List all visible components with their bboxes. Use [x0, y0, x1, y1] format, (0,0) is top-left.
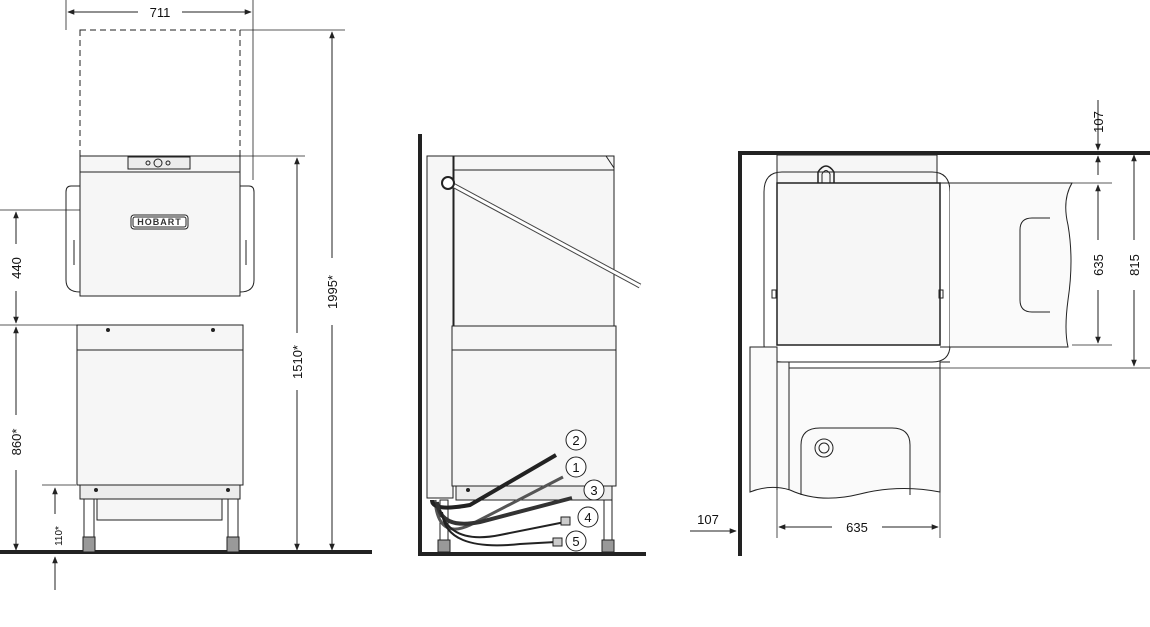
side-view: [418, 134, 646, 556]
width-label-711: 711: [150, 5, 171, 20]
drain-inner: [818, 442, 830, 454]
callout-circle-2: [565, 429, 587, 451]
side-hood: [453, 155, 615, 327]
drain-outer: [814, 438, 834, 458]
callout-circle-5: [565, 530, 587, 552]
front-table: [749, 346, 950, 499]
height-label-860: 860*: [9, 429, 24, 456]
connection-callouts: 2 1 3 4 5: [565, 429, 605, 552]
right-table-basin: [1019, 217, 1050, 313]
lower-cabinet: [76, 324, 244, 486]
hood-handle-right: [239, 185, 255, 293]
front-table-basin: [800, 427, 911, 495]
leg-left: [83, 498, 95, 538]
depth-label-635: 635: [1091, 254, 1106, 276]
top-view-labels: 107 635 815 107 635: [697, 111, 1142, 535]
hood-handle-left: [65, 185, 81, 293]
front-view: [0, 0, 372, 590]
callout-label-1: 1: [572, 460, 579, 475]
control-panel: [127, 156, 191, 170]
hood-top-plate: [776, 182, 941, 346]
callout-label-5: 5: [572, 534, 579, 549]
brand-logo-text: HOBART: [137, 217, 182, 227]
rear-column-top: [776, 154, 938, 184]
side-lower-body: [451, 325, 617, 487]
width-label-635: 635: [846, 520, 868, 535]
height-label-1995: 1995*: [325, 275, 340, 309]
callout-circle-3: [583, 479, 605, 501]
brand-logo-plate: [130, 214, 189, 230]
hose-3: [435, 496, 573, 526]
callout-label-4: 4: [584, 510, 591, 525]
height-label-1510: 1510*: [290, 345, 305, 379]
callout-label-2: 2: [572, 433, 579, 448]
callout-circle-1: [565, 456, 587, 478]
wall-offset-label-left: 107: [697, 512, 719, 527]
hood-pivot: [441, 176, 455, 190]
base-frame: [79, 484, 241, 500]
hood-frame-top: [763, 171, 951, 363]
drawer: [96, 498, 223, 521]
top-view: [690, 100, 1150, 556]
hose-5: [441, 511, 557, 547]
rear-column: [426, 155, 454, 499]
callout-circle-4: [577, 506, 599, 528]
callout-label-3: 3: [590, 483, 597, 498]
right-table: [950, 182, 1073, 348]
height-label-440: 440: [9, 257, 24, 279]
leg-right: [227, 498, 239, 538]
hose-2: [430, 453, 558, 510]
front-view-labels: 711 HOBART 1995* 1510* 440 860* 110*: [9, 5, 340, 546]
depth-label-815: 815: [1127, 254, 1142, 276]
height-label-110: 110*: [54, 526, 65, 546]
wall-offset-label-top: 107: [1091, 111, 1106, 133]
